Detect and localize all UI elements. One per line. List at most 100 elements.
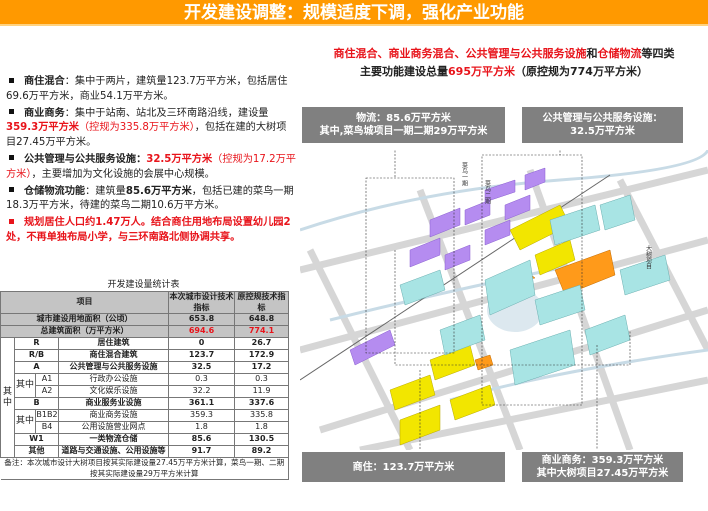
bullet-item: 公共管理与公共服务设施：32.5万平方米（控规为17.2万平方米），主要增加为文… (6, 153, 296, 183)
table-row: 总建筑面积（万平方米） 694.6 774.1 (0, 325, 289, 338)
headline-part: 仓储物流 (597, 47, 642, 60)
cell-new: 361.1 (168, 397, 235, 410)
bullet-text: 32.5万平方米 (146, 153, 213, 165)
cell-new: 32.2 (168, 385, 235, 398)
bullet-item: 仓储物流功能：建筑量85.6万平方米，包括已建的菜鸟一期18.3万平方米，待建的… (6, 185, 296, 215)
cell-new: 32.5 (168, 361, 235, 374)
headline-part: 和 (586, 47, 598, 60)
row-name: 公共管理与公共服务设施 (58, 361, 169, 374)
row-code: A2 (35, 385, 59, 398)
bullet-heading: 商业商务 (24, 107, 65, 119)
bullet-text: ，包括已建的菜鸟一期18.3万平方米，待建的菜鸟二期10.6万平方米。 (6, 185, 294, 212)
table-title: 开发建设量统计表 (107, 280, 180, 290)
row-code: A (14, 361, 59, 374)
bullet-heading: 规划居住人口约1.47万人。结合商住用地布局设置幼儿园2处，不再单独布局小学，与… (6, 217, 291, 243)
header-item: 项目 (0, 291, 169, 314)
callout-commercial: 商业商务：359.3万平方米 其中大树项目27.45万平方米 (522, 452, 683, 482)
row-name: 文化娱乐设施 (58, 385, 169, 398)
row-name: 一类物流仓储 (58, 433, 169, 446)
commercial-blocks (399, 194, 671, 386)
cell-old: 0.3 (234, 373, 289, 386)
cell-new: 123.7 (168, 349, 235, 362)
row-code: R (14, 337, 59, 350)
row-code: R/B (14, 349, 59, 362)
statistics-table: 项目 本次城市设计技术指标 原控规技术指标 城市建设用地面积（公顷） 653.8… (0, 291, 289, 480)
bullet-square-icon (9, 218, 14, 224)
bullet-text: ：建筑量 (85, 185, 126, 197)
sub-group-label: 其中 (14, 373, 36, 398)
bullet-text: ：集中于两片，建筑量123.7万平方米，包括居住69.6万平方米，商业54.1万… (6, 76, 288, 102)
callout-line: 物流：85.6万平方米 (356, 113, 451, 124)
row-name: 商业商务设施 (58, 409, 169, 422)
callout-residential: 商住：123.7万平方米 (302, 452, 505, 482)
bullet-heading: 商住混合 (24, 76, 65, 87)
row-code: B (14, 397, 59, 410)
residential-blocks (389, 204, 576, 446)
bullet-text: （控规为335.8万平方米） (78, 122, 195, 134)
bullet-item: 商业商务：集中于站南、站北及三环南路沿线，建设量 359.3万平方米（控规为335… (6, 107, 296, 151)
bullet-text: ，包括在建的大树项目27.45万平方米。 (6, 122, 287, 149)
bullet-square-icon (9, 77, 14, 83)
row-code: B4 (35, 421, 59, 434)
table-row: 城市建设用地面积（公顷） 653.8 648.8 (0, 313, 289, 326)
cell-old: 335.8 (234, 409, 289, 422)
row-name: 道路与交通设施、公用设施等 (58, 445, 169, 458)
row-code: A1 (35, 373, 59, 386)
cell-old: 11.9 (234, 385, 289, 398)
row-code: B1B2 (35, 409, 59, 422)
bullet-square-icon (9, 187, 14, 193)
cell-old: 1.8 (234, 421, 289, 434)
cell-new: 0.3 (168, 373, 235, 386)
bullet-square-icon (9, 109, 14, 115)
headline: 商住混合、商业商务混合、公共管理与公共服务设施和仓储物流等四类 主要功能建设总量… (300, 45, 708, 81)
cell-old: 774.1 (234, 325, 289, 338)
cell-old: 17.2 (234, 361, 289, 374)
bullet-text: ：集中于站南、站北及三环南路沿线，建设量 (64, 107, 269, 119)
bullet-item: 商住混合：集中于两片，建筑量123.7万平方米，包括居住69.6万平方米，商业5… (6, 75, 296, 105)
bullet-text: 359.3万平方米 (6, 122, 79, 134)
cell-old: 130.5 (234, 433, 289, 446)
sub-group-label: 其中 (14, 409, 36, 434)
group-label: 其中 (0, 337, 15, 458)
table-header-row: 项目 本次城市设计技术指标 原控规技术指标 (0, 291, 289, 314)
logistics-blocks (349, 167, 546, 366)
callout-logistics: 物流：85.6万平方米 其中,菜鸟城项目一期二期29万平方米 (302, 107, 505, 143)
header-old: 原控规技术指标 (234, 291, 289, 314)
cell-new: 91.7 (168, 445, 235, 458)
callout-public: 公共管理与公共服务设施： 32.5万平方米 (522, 107, 683, 143)
row-code: W1 (14, 433, 59, 446)
row-name: 商业服务业设施 (58, 397, 169, 410)
cell-new: 85.6 (168, 433, 235, 446)
cell-new: 359.3 (168, 409, 235, 422)
row-name: 公用设施营业网点 (58, 421, 169, 434)
cell-new: 1.8 (168, 421, 235, 434)
map-label-cainiao1: 菜鸟一期 (461, 161, 468, 187)
row-code: 其他 (14, 445, 59, 458)
row-name: 商住混合建筑 (58, 349, 169, 362)
table-note: 备注：本次城市设计大树项目按其实际建设量27.45万平方米计算，菜鸟一期、二期按… (0, 457, 289, 480)
cell-old: 172.9 (234, 349, 289, 362)
bullet-text: 85.6万平方米 (125, 185, 192, 197)
bullet-list: 商住混合：集中于两片，建筑量123.7万平方米，包括居住69.6万平方米，商业5… (6, 75, 296, 248)
callout-line: 公共管理与公共服务设施： (542, 113, 663, 124)
cell-old: 26.7 (234, 337, 289, 350)
row-name: 行政办公设施 (58, 373, 169, 386)
callout-line: 商住：123.7万平方米 (352, 461, 455, 473)
bullet-square-icon (9, 155, 14, 161)
callout-line: 32.5万平方米 (570, 126, 635, 137)
site-map: 菜鸟一期 菜鸟二期 大树项目 (300, 150, 708, 450)
headline-part: （原控规为774万平方米） (515, 65, 648, 78)
bullet-item: 规划居住人口约1.47万人。结合商住用地布局设置幼儿园2处，不再单独布局小学，与… (6, 216, 296, 246)
map-label-cainiao2: 菜鸟二期 (484, 179, 491, 205)
callout-line: 其中大树项目27.45万平方米 (536, 468, 669, 479)
headline-part: 商住混合、商业商务混合、公共管理与公共服务设施 (333, 47, 587, 60)
